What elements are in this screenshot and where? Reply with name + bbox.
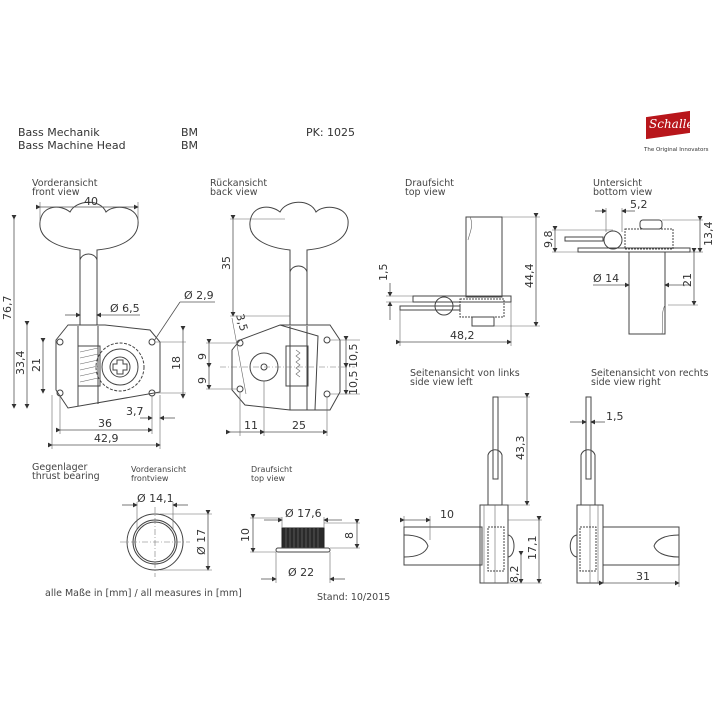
side-right-label-en: side view right [591, 377, 661, 388]
dim-front-gear-h: 18 [170, 356, 183, 370]
dim-bottom-h2: 13,4 [702, 222, 715, 247]
dim-thrust-h-total: 10 [239, 528, 252, 542]
front-view-drawing [11, 201, 215, 449]
dim-front-hole-spacing-v: 21 [30, 358, 43, 372]
title-german: Bass Mechanik [18, 126, 100, 139]
thrust-front-label2: frontview [131, 474, 169, 483]
dim-thrust-top-dia: Ø 17,6 [285, 507, 322, 520]
dim-thrust-flange-dia: Ø 22 [288, 566, 314, 579]
back-view-label-de: Rückansicht [210, 178, 268, 189]
dim-side-left-height: 43,3 [514, 436, 527, 461]
top-view-label-en: top view [405, 187, 446, 198]
schaller-logo: Schaller The Original Innovators [644, 110, 708, 153]
back-view-drawing [206, 201, 360, 436]
logo-wordmark: Schaller [649, 117, 700, 131]
dim-back-left: 11 [244, 419, 258, 432]
dim-front-hole-dia: Ø 2,9 [184, 289, 214, 302]
dim-side-left-stub: 10 [440, 508, 454, 521]
bottom-view-drawing [552, 208, 703, 335]
screw-cross-icon [112, 359, 128, 375]
front-shaft-top [79, 253, 98, 261]
side-left-plate [479, 504, 509, 584]
side-right-label-de: Seitenansicht von rechts [591, 368, 709, 379]
dim-top-width: 48,2 [450, 329, 475, 342]
top-view-label-de: Draufsicht [405, 178, 454, 189]
dim-back-h-down: 9 [196, 377, 209, 384]
top-view-drawing [386, 213, 540, 346]
thrust-top-label: Draufsicht [251, 465, 293, 474]
front-view-label-en: front view [32, 187, 80, 198]
logo-tagline: The Original Innovators [644, 147, 709, 153]
bottom-view-label-en: bottom view [593, 187, 653, 198]
dim-bottom-len: 21 [681, 273, 694, 287]
bottom-view-label-de: Untersicht [593, 178, 643, 189]
side-left-drawing [400, 393, 542, 584]
dim-top-thickness: 1,5 [377, 264, 390, 282]
thrust-label-en: thrust bearing [32, 471, 100, 482]
thrust-top-label2: top view [251, 474, 286, 483]
front-plate [55, 324, 161, 409]
dim-thrust-h-body: 8 [343, 532, 356, 539]
dim-front-plate-height: 33,4 [14, 351, 27, 376]
pk-number: PK: 1025 [306, 126, 356, 139]
dim-front-plate-width: 42,9 [94, 432, 119, 445]
bottom-post [628, 251, 666, 335]
thrust-front-label: Vorderansicht [131, 465, 187, 474]
dim-front-shaft-dia: Ø 6,5 [110, 302, 140, 315]
dim-top-height: 44,4 [523, 264, 536, 289]
dim-front-height-total: 76,7 [1, 296, 14, 321]
dim-side-right-thickness: 1,5 [606, 410, 624, 423]
thrust-front-drawing [120, 502, 212, 577]
dim-side-left-h2: 8,2 [508, 566, 521, 584]
side-right-drawing [569, 396, 680, 587]
back-plate [231, 324, 319, 411]
side-left-label-en: side view left [410, 377, 473, 388]
thrust-label-de: Gegenlager [32, 462, 88, 473]
dim-thrust-inner: Ø 14,1 [137, 492, 174, 505]
units-note: alle Maße in [mm] / all measures in [mm] [45, 588, 242, 599]
dim-side-right-len: 31 [636, 570, 650, 583]
model-code-english: BM [181, 139, 199, 152]
dim-thrust-outer: Ø 17 [195, 529, 208, 555]
dim-bottom-dia: Ø 14 [593, 272, 619, 285]
dim-bottom-h1: 9,8 [542, 231, 555, 249]
title-english: Bass Machine Head [18, 139, 126, 152]
dim-front-offset: 3,7 [126, 405, 144, 418]
front-view-label-de: Vorderansicht [32, 178, 98, 189]
back-view-label-en: back view [210, 187, 258, 198]
dim-back-h-up: 9 [196, 353, 209, 360]
dim-back-angle: 3,5 [233, 312, 250, 332]
dim-front-hole-spacing-h: 36 [98, 417, 112, 430]
dim-back-right: 25 [292, 419, 306, 432]
dim-front-width-top: 40 [84, 195, 98, 208]
front-gear [95, 342, 145, 392]
dim-side-left-h1: 17,1 [526, 536, 539, 561]
dim-bottom-offset: 5,2 [630, 198, 648, 211]
side-left-label-de: Seitenansicht von links [410, 368, 520, 379]
thrust-top-drawing [250, 514, 360, 583]
front-key-outline [39, 201, 139, 275]
dim-back-r-down: 10,5 [347, 371, 360, 396]
top-post [465, 216, 503, 298]
revision-date: Stand: 10/2015 [317, 592, 391, 603]
dim-back-r-up: 10,5 [347, 344, 360, 369]
model-code-german: BM [181, 126, 199, 139]
back-key-outline [249, 201, 349, 275]
dim-back-key-height: 35 [220, 256, 233, 270]
